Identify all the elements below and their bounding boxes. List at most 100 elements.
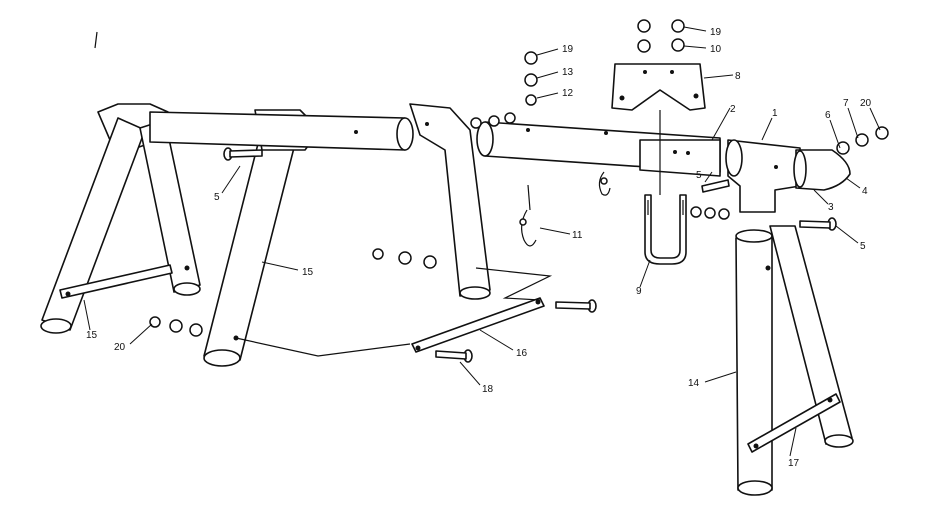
callout-3: 3 (828, 202, 834, 213)
nut-20-left (189, 323, 203, 337)
center-left-leg-hole (425, 122, 429, 126)
washer-center (398, 251, 412, 265)
callout-9: 9 (636, 286, 642, 297)
right-leg-front-top (735, 229, 773, 243)
stray-mark (94, 31, 98, 49)
left-leg-hole (184, 265, 190, 271)
washer-13-left (524, 73, 538, 87)
callout-5-left: 5 (214, 192, 220, 203)
hook-11-curve (521, 209, 537, 247)
align-line-center (475, 267, 553, 301)
callout-2: 2 (730, 104, 736, 115)
right-a-frame (725, 139, 854, 496)
callout-8: 8 (735, 71, 741, 82)
left-back-leg-b-end (173, 282, 201, 296)
u-bolt-9 (644, 194, 687, 265)
hook-center-eye (600, 177, 608, 185)
callout-14: 14 (688, 378, 700, 389)
crossbar-hole-3 (673, 150, 677, 154)
right-leg-back-end (824, 434, 854, 448)
crossbar-nut-a (470, 117, 482, 129)
u-bolt-nut-c (718, 208, 730, 220)
brace-17-hole-b (827, 397, 833, 403)
callout-4: 4 (862, 186, 868, 197)
bolt-18-shank (435, 350, 467, 360)
callout-13: 13 (562, 67, 574, 78)
callout-15-left: 15 (86, 330, 98, 341)
left-back-leg-a (41, 117, 146, 331)
nut-stack-right-b (637, 39, 651, 53)
bracket-8-hole-right (693, 93, 699, 99)
crossbar-nut-b (488, 115, 500, 127)
hook-11-rod (527, 184, 531, 211)
callout-19-left: 19 (562, 44, 574, 55)
callout-17: 17 (788, 458, 800, 469)
crossbar-hole-4 (686, 151, 690, 155)
hanger-hook-center (598, 171, 611, 196)
nut-center (423, 255, 437, 269)
left-top-tube (149, 111, 406, 151)
bracket-8-hole-a (643, 70, 647, 74)
cap-nut-20-right (875, 126, 889, 140)
u-bolt-nut-b (704, 207, 716, 219)
right-leg-hole (765, 265, 771, 271)
callout-5-right: 5 (860, 241, 866, 252)
bracket-8-hole-left (619, 95, 625, 101)
hanger-hook-11 (519, 184, 537, 247)
brace-17 (747, 393, 841, 453)
right-leg-front-end (737, 480, 773, 496)
bolt-18 (435, 349, 473, 363)
center-nut-set (372, 248, 437, 269)
brace-16-body (411, 297, 545, 353)
cap-nut-center (372, 248, 384, 260)
alignment-lines (235, 110, 661, 357)
bolt-5-center-shank (701, 179, 730, 193)
brace-16-hole-a (415, 345, 421, 351)
washer-10 (671, 38, 685, 52)
u-bolt-nut-a (690, 206, 702, 218)
callout-18: 18 (482, 384, 494, 395)
left-brace-hole (65, 291, 71, 297)
left-tube-hole (354, 130, 358, 134)
nut-stack-right-a (637, 19, 651, 33)
callout-12: 12 (562, 88, 574, 99)
end-cap-3 (793, 150, 807, 188)
washer-20-left (169, 319, 183, 333)
bolt-5-right-shank (799, 220, 831, 229)
hook-center-curve (598, 171, 611, 196)
top-bracket-8 (611, 63, 706, 111)
lower-brace-16 (411, 297, 545, 353)
left-nut-set-20 (149, 316, 203, 337)
callout-16: 16 (516, 348, 528, 359)
u-bolt-9-body (644, 194, 687, 265)
center-left-leg (409, 103, 491, 300)
crossbar-nut-c (504, 112, 516, 124)
hardware-stack-left (524, 51, 538, 106)
top-fitting-1-hole (774, 165, 778, 169)
end-cap-4 (795, 149, 851, 191)
callout-11: 11 (572, 230, 583, 241)
bolt-5-left-shank (229, 149, 263, 158)
callout-10: 10 (710, 44, 722, 55)
left-top-rail (149, 111, 414, 151)
left-front-leg-end (203, 349, 241, 367)
callout-15-front: 15 (302, 267, 314, 278)
crossbar-end-nuts (470, 112, 516, 129)
nut-7 (855, 133, 869, 147)
bolt-5-left (223, 147, 263, 161)
crossbar-hole-1 (526, 128, 530, 132)
bolt-brace-right-shank (555, 301, 591, 310)
washer-6 (836, 141, 850, 155)
callout-7: 7 (843, 98, 849, 109)
nut-19-left (524, 51, 538, 65)
left-back-leg-a-end (40, 318, 72, 334)
callout-19-right: 19 (710, 27, 722, 38)
cap-nut-20-left (149, 316, 161, 328)
callout-5-center: 5 (696, 170, 702, 181)
end-cap-hardware (836, 126, 889, 155)
callout-20-left: 20 (114, 342, 126, 353)
top-fitting-1-mouth (725, 139, 743, 177)
left-front-leg (203, 127, 299, 361)
nut-19-right (671, 19, 685, 33)
